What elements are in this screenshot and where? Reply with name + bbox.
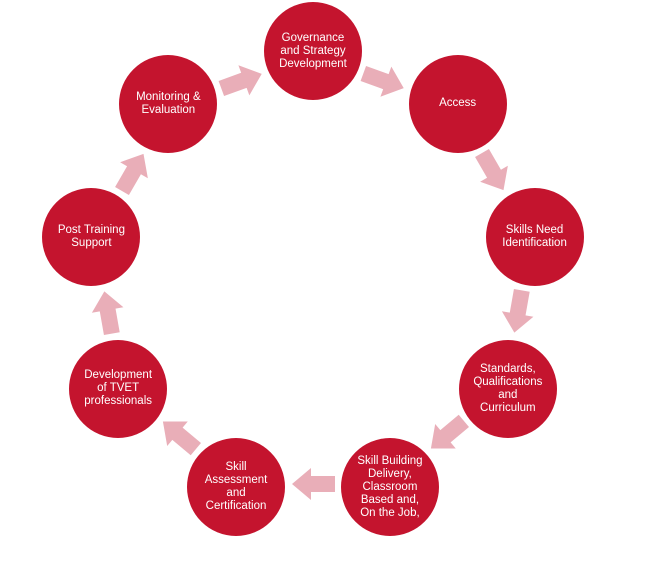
step-circle-skill-building-delivery: Skill Building Delivery, Classroom Based…: [340, 438, 439, 537]
arrow-icon: [114, 153, 148, 196]
step-circle-standards-qualifications-and-curriculum: Standards, Qualifications and Curriculum: [458, 339, 557, 438]
step-circle-post-training-support: Post Training Support: [42, 187, 141, 286]
step-circle-development-of-tvet-professionals: Development of TVET professionals: [69, 339, 168, 438]
arrow-icon: [292, 468, 335, 500]
step-circle-governance-and-strategy-development: Governance and Strategy Development: [264, 2, 362, 100]
step-circle-skills-need-identification: Skills Need Identification: [485, 187, 584, 286]
arrow-icon: [430, 415, 469, 449]
step-label-development-of-tvet-professionals: Development of TVET professionals: [84, 369, 153, 407]
step-label-skill-assessment-and-certification: Skill Assessment and Certification: [204, 461, 268, 513]
step-label-monitoring-and-evaluation: Monitoring & Evaluation: [136, 90, 201, 116]
arrow-icon: [475, 148, 508, 191]
arrow-icon: [360, 65, 404, 97]
step-label-post-training-support: Post Training Support: [57, 223, 125, 249]
arrow-icon: [92, 291, 124, 336]
step-label-skills-need-identification: Skills Need Identification: [502, 223, 567, 249]
arrow-icon: [501, 289, 534, 333]
step-circle-access: Access: [408, 54, 507, 153]
step-label-skill-building-delivery: Skill Building Delivery, Classroom Based…: [357, 454, 423, 519]
arrow-icon: [163, 421, 202, 456]
step-label-governance-and-strategy-development: Governance and Strategy Development: [279, 31, 347, 70]
arrow-icon: [218, 64, 262, 96]
step-circle-skill-assessment-and-certification: Skill Assessment and Certification: [187, 438, 286, 537]
step-label-standards-qualifications-and-curriculum: Standards, Qualifications and Curriculum: [473, 362, 543, 414]
step-label-access: Access: [439, 97, 477, 110]
step-circle-monitoring-and-evaluation: Monitoring & Evaluation: [119, 54, 218, 153]
